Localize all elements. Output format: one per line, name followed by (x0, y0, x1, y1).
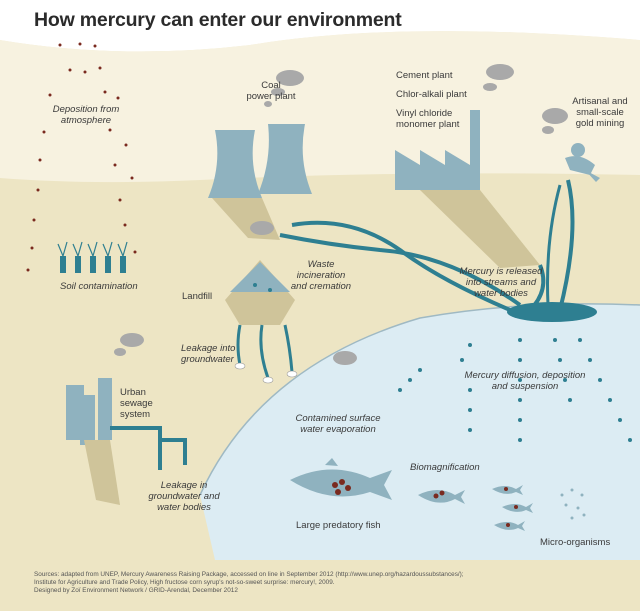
label-chlor-alkali-plant: Chlor-alkali plant (396, 89, 467, 100)
medium-fish (418, 490, 465, 504)
water-pool (507, 302, 597, 322)
label-landfill: Landfill (182, 291, 213, 302)
label-soil-contamination: Soil contamination (60, 281, 138, 292)
label-vinyl-chloride: Vinyl chloride monomer plant (396, 108, 460, 130)
label-waste-incineration: Waste incineration and cremation (290, 259, 352, 292)
urban-sewage (66, 378, 187, 505)
label-deposition: Deposition from atmosphere (52, 104, 120, 126)
label-surface-evaporation: Contamined surface water evaporation (295, 413, 381, 435)
sky-area (0, 0, 640, 52)
label-urban-sewage: Urban sewage system (120, 387, 153, 420)
gold-miner (565, 143, 600, 182)
label-cement-plant: Cement plant (396, 70, 453, 81)
label-mercury-diffusion: Mercury diffusion, deposition and suspen… (464, 370, 586, 392)
factory (395, 110, 540, 268)
label-leakage-groundwater: Leakage into groundwater (181, 343, 236, 365)
label-coal-power-plant: Coal power plant (246, 80, 296, 102)
label-gold-mining: Artisanal and small-scale gold mining (572, 96, 628, 129)
small-fish (492, 485, 533, 531)
soil-plants (57, 241, 128, 273)
label-mercury-released: Mercury is released into streams and wat… (459, 266, 543, 299)
label-biomagnification: Biomagnification (410, 462, 480, 473)
diffusion-dots (398, 338, 632, 442)
sources-note: Sources: adapted from UNEP, Mercury Awar… (34, 571, 464, 595)
micro-organisms (560, 488, 586, 520)
landfill (225, 260, 298, 384)
label-leakage-water-bodies: Leakage in groundwater and water bodies (148, 480, 220, 513)
large-predatory-fish (290, 458, 392, 500)
label-large-predatory-fish: Large predatory fish (296, 520, 381, 531)
smoke-clouds (114, 64, 568, 365)
page-title: How mercury can enter our environment (34, 9, 402, 31)
deposition-dots (26, 42, 137, 272)
coal-power-plant (208, 124, 312, 240)
label-micro-organisms: Micro-organisms (540, 537, 611, 548)
